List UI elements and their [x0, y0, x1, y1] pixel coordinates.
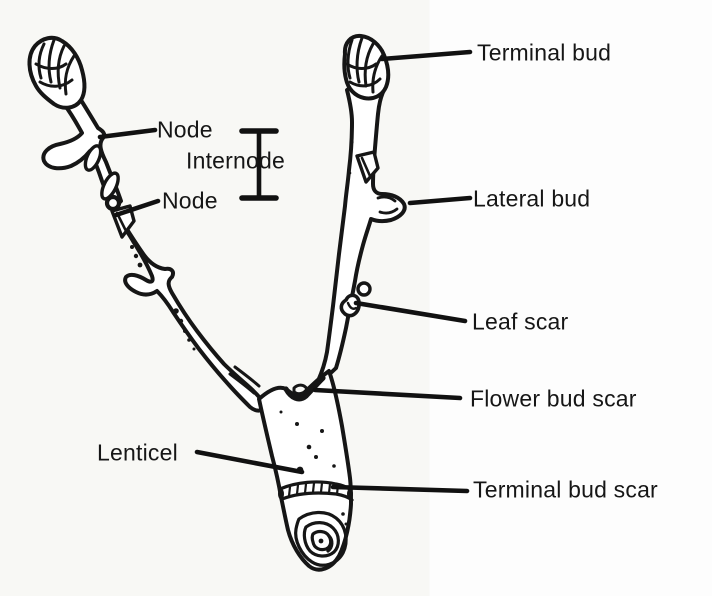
flower-bud-scar-leader: [312, 387, 463, 401]
left-bud-scales: [34, 38, 76, 96]
internode-span-bracket: [239, 128, 279, 201]
leader-lines: [97, 49, 473, 494]
flower-bud-scar-mark: [283, 375, 326, 402]
label-terminal-bud: Terminal bud: [477, 39, 612, 66]
label-node-lower: Node: [162, 187, 218, 214]
label-terminal-bud-scar: Terminal bud scar: [473, 476, 658, 503]
trunk: [257, 369, 354, 572]
terminal-bud-scar-ring: [278, 480, 354, 502]
node-upper-leader: [97, 127, 158, 140]
left-branch-lenticels: [130, 245, 196, 351]
label-lateral-bud: Lateral bud: [473, 185, 591, 212]
terminal-bud-scar-leader: [330, 484, 470, 494]
leaf-scar-leader: [353, 300, 468, 324]
label-internode: Internode: [186, 147, 285, 174]
terminal-bud-leader: [379, 49, 473, 62]
lateral-bud-leader: [407, 195, 473, 206]
label-lenticel: Lenticel: [97, 439, 178, 466]
label-flower-bud-scar: Flower bud scar: [470, 385, 637, 412]
lenticel-leader: [194, 449, 305, 475]
node-lower-leader: [113, 198, 161, 218]
label-leaf-scar: Leaf scar: [472, 308, 569, 335]
left-branch: [27, 35, 268, 413]
cut-end-growth-rings: [294, 510, 348, 567]
label-node-upper: Node: [157, 116, 213, 143]
right-branch: [316, 33, 407, 383]
